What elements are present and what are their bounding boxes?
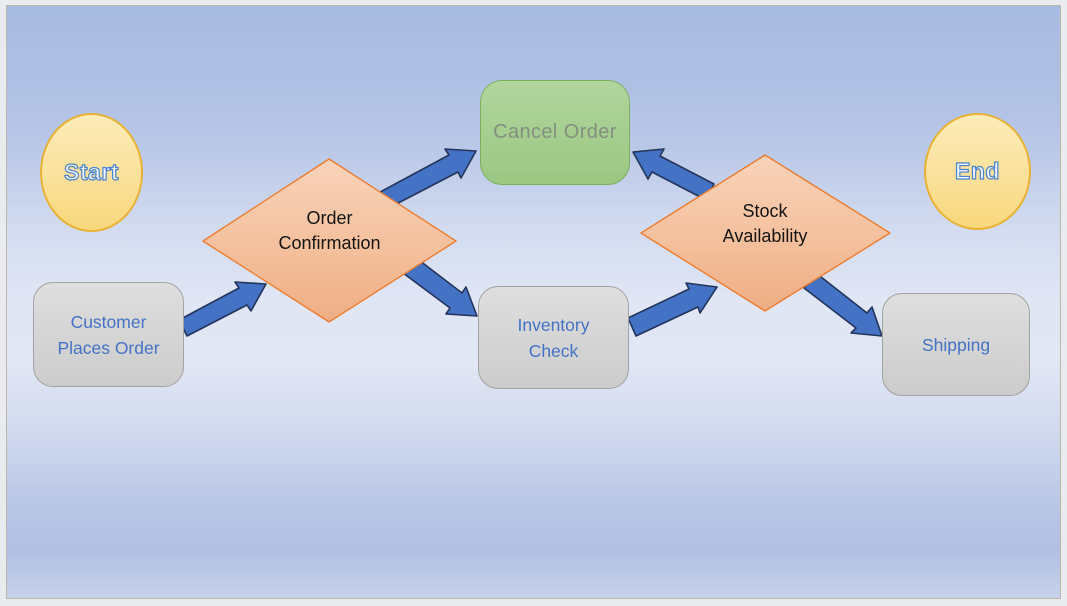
decision-order-confirmation-shape[interactable] <box>202 158 457 323</box>
decision-stock-availability-shape[interactable] <box>640 154 891 312</box>
arrow-confirmation-to-cancel[interactable] <box>368 148 477 215</box>
node-customer-places-order[interactable]: Customer Places Order <box>33 282 184 387</box>
node-end[interactable]: End <box>924 113 1031 230</box>
node-inventory-check[interactable]: Inventory Check <box>478 286 629 389</box>
arrow-stock-to-shipping[interactable] <box>803 272 883 337</box>
node-shipping-label: Shipping <box>921 334 991 355</box>
node-cancel-order-label: Cancel Order <box>493 121 617 143</box>
node-customer-places-order-label: Customer Places Order <box>57 311 160 358</box>
node-start[interactable]: Start <box>40 113 143 232</box>
node-end-label: End <box>954 157 1000 184</box>
node-shipping[interactable]: Shipping <box>882 293 1030 396</box>
node-inventory-check-label: Inventory Check <box>517 314 590 361</box>
arrow-stock-to-cancel[interactable] <box>632 148 715 201</box>
node-start-label: Start <box>63 158 119 185</box>
arrow-customer-to-confirmation[interactable] <box>178 281 267 337</box>
node-cancel-order[interactable]: Cancel Order <box>480 80 630 185</box>
arrow-inventory-to-stock[interactable] <box>627 282 718 337</box>
